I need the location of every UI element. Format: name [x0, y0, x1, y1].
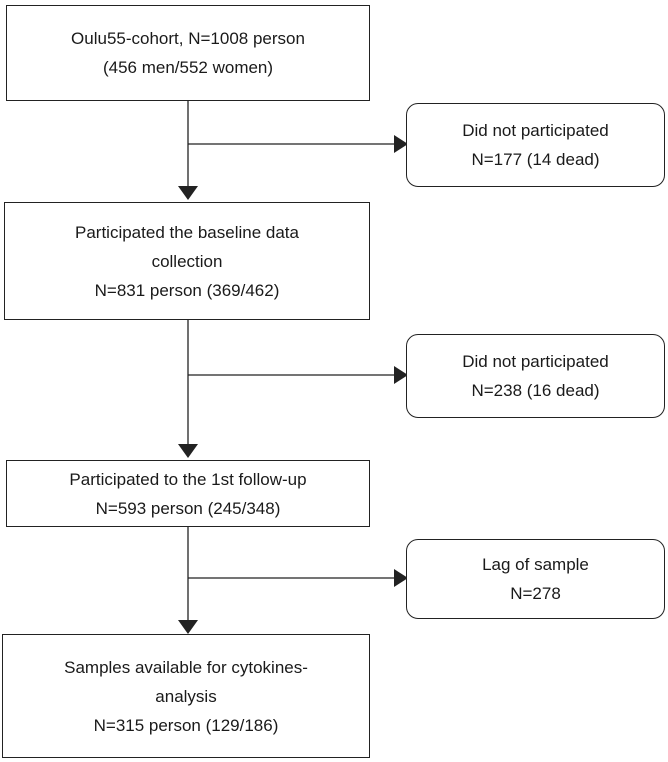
arrowhead-down-2: [178, 444, 198, 458]
cohort-line-1: Oulu55-cohort, N=1008 person: [71, 29, 305, 48]
excluded-3-line-1: Lag of sample: [482, 555, 589, 574]
excluded-2-line-1: Did not participated: [462, 352, 609, 371]
baseline-line-2: collection: [151, 251, 223, 271]
excluded-3-line-2: N=278: [510, 584, 561, 603]
followup-line-1: Participated to the 1st follow-up: [69, 469, 307, 489]
final-line-2: analysis: [155, 686, 217, 706]
excluded-1-line-2: N=177 (14 dead): [471, 150, 600, 169]
arrowhead-right-1: [394, 135, 408, 153]
baseline-box: Participated the baseline data collectio…: [4, 202, 370, 320]
arrowhead-down-1: [178, 186, 198, 200]
final-line-1: Samples available for cytokines-: [64, 657, 308, 677]
excluded-box-2: Did not participated N=238 (16 dead): [406, 334, 665, 418]
cohort-line-2: (456 men/552 women): [102, 58, 274, 77]
arrowhead-down-3: [178, 620, 198, 634]
excluded-box-3: Lag of sample N=278: [406, 539, 665, 619]
followup-box: Participated to the 1st follow-up N=593 …: [6, 460, 370, 527]
excluded-1-line-1: Did not participated: [462, 121, 609, 140]
baseline-line-1: Participated the baseline data: [75, 222, 299, 242]
baseline-line-3: N=831 person (369/462): [94, 280, 280, 300]
arrowhead-right-2: [394, 366, 408, 384]
excluded-2-line-2: N=238 (16 dead): [471, 381, 600, 400]
arrowhead-right-3: [394, 569, 408, 587]
followup-line-2: N=593 person (245/348): [95, 498, 281, 518]
cohort-box: Oulu55-cohort, N=1008 person (456 men/55…: [6, 5, 370, 101]
final-sample-box: Samples available for cytokines- analysi…: [2, 634, 370, 758]
final-line-3: N=315 person (129/186): [93, 715, 279, 735]
excluded-box-1: Did not participated N=177 (14 dead): [406, 103, 665, 187]
